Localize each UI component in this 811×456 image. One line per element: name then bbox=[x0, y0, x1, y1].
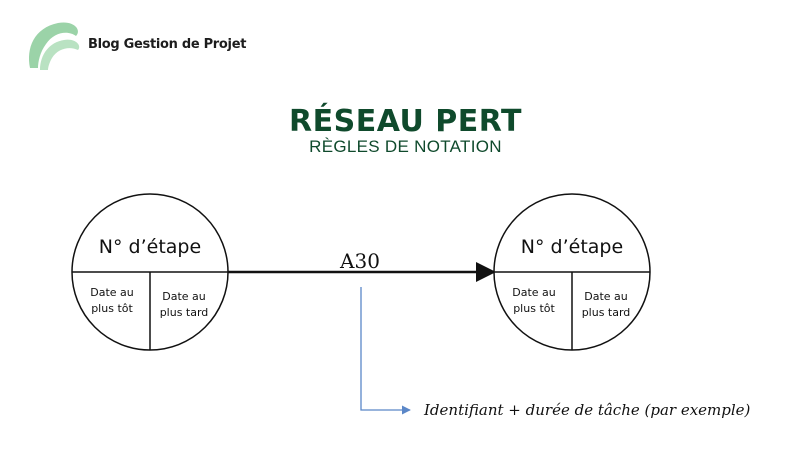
node-title: N° d’étape bbox=[521, 236, 623, 258]
page-title: RÉSEAU PERT bbox=[289, 104, 522, 139]
leaf-logo-icon bbox=[29, 22, 80, 70]
latest-date-line-2: plus tard bbox=[160, 306, 209, 319]
brand: Blog Gestion de Projet bbox=[24, 18, 264, 74]
latest-date-line-2: plus tard bbox=[582, 306, 631, 319]
earliest-date-line-1: Date au bbox=[512, 286, 556, 299]
latest-date-line-1: Date au bbox=[162, 290, 206, 303]
annotation: Identifiant + durée de tâche (par exempl… bbox=[360, 287, 751, 419]
node-title: N° d’étape bbox=[99, 236, 201, 258]
page-subtitle: RÈGLES DE NOTATION bbox=[309, 137, 502, 156]
task-edge: A30 bbox=[228, 249, 496, 282]
annotation-text: Identifiant + durée de tâche (par exempl… bbox=[423, 401, 751, 419]
pert-node-start: N° d’étape Date au plus tôt Date au plus… bbox=[71, 193, 229, 351]
earliest-date-line-2: plus tôt bbox=[91, 302, 133, 315]
earliest-date-line-2: plus tôt bbox=[513, 302, 555, 315]
pert-node-end: N° d’étape Date au plus tôt Date au plus… bbox=[493, 193, 651, 351]
brand-name: Blog Gestion de Projet bbox=[88, 37, 247, 52]
edge-label: A30 bbox=[339, 249, 380, 273]
latest-date-line-1: Date au bbox=[584, 290, 628, 303]
earliest-date-line-1: Date au bbox=[90, 286, 134, 299]
